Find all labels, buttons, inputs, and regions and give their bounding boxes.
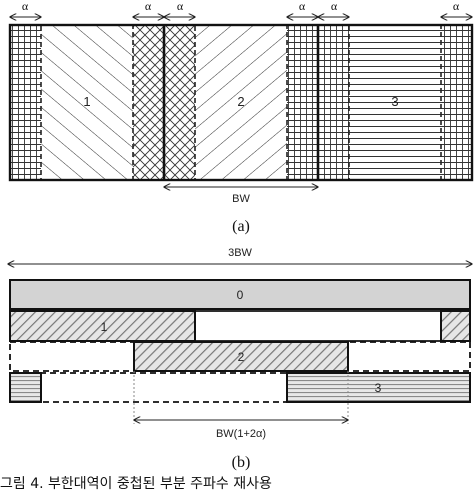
band-label: 3	[391, 94, 398, 109]
band-1	[41, 25, 133, 180]
row-1-wrap-band	[440, 310, 471, 342]
alpha-label: α	[22, 0, 29, 13]
overlap-bandwidth-label: BW(1+2α)	[216, 428, 266, 440]
row-3-band	[286, 372, 471, 403]
alpha-marker: α	[287, 0, 318, 17]
alpha-marker: α	[318, 0, 349, 17]
alpha-marker: α	[441, 0, 472, 17]
row-1-outline	[195, 310, 441, 342]
band-label: 1	[83, 94, 90, 109]
row-2-band	[133, 341, 349, 372]
row-1-band	[9, 310, 196, 342]
alpha-label: α	[177, 0, 184, 13]
band-1-left-guard	[10, 25, 41, 180]
alpha-label: α	[299, 0, 306, 13]
row-0-band	[9, 279, 471, 310]
caption-a: (a)	[232, 218, 250, 235]
row-label: 2	[238, 350, 245, 364]
row-label: 0	[237, 288, 244, 302]
spectrum-frame	[8, 23, 474, 182]
bandwidth-label: BW	[232, 193, 250, 205]
alpha-label: α	[453, 0, 460, 13]
row-label: 1	[101, 320, 108, 334]
row-label: 3	[375, 381, 382, 395]
diagram-b: 3BW 0 1 2 3 BW(1+2α) (b)	[8, 247, 472, 471]
band-2	[195, 25, 287, 180]
caption-b: (b)	[232, 454, 251, 471]
figure-caption: 그림 4. 부한대역이 중첩된 부분 주파수 재사용	[0, 476, 272, 492]
alpha-label: α	[145, 0, 152, 13]
band-3	[349, 25, 441, 180]
alpha-marker: α	[10, 0, 41, 17]
diagram-a: α α α α α α	[8, 0, 474, 235]
alpha-marker: α	[164, 0, 195, 17]
band-3-right-guard	[441, 25, 472, 180]
band-label: 2	[237, 94, 244, 109]
alpha-marker: α	[133, 0, 164, 17]
total-bandwidth-label: 3BW	[228, 247, 252, 259]
alpha-label: α	[331, 0, 338, 13]
row-3-wrap-band	[9, 372, 42, 403]
